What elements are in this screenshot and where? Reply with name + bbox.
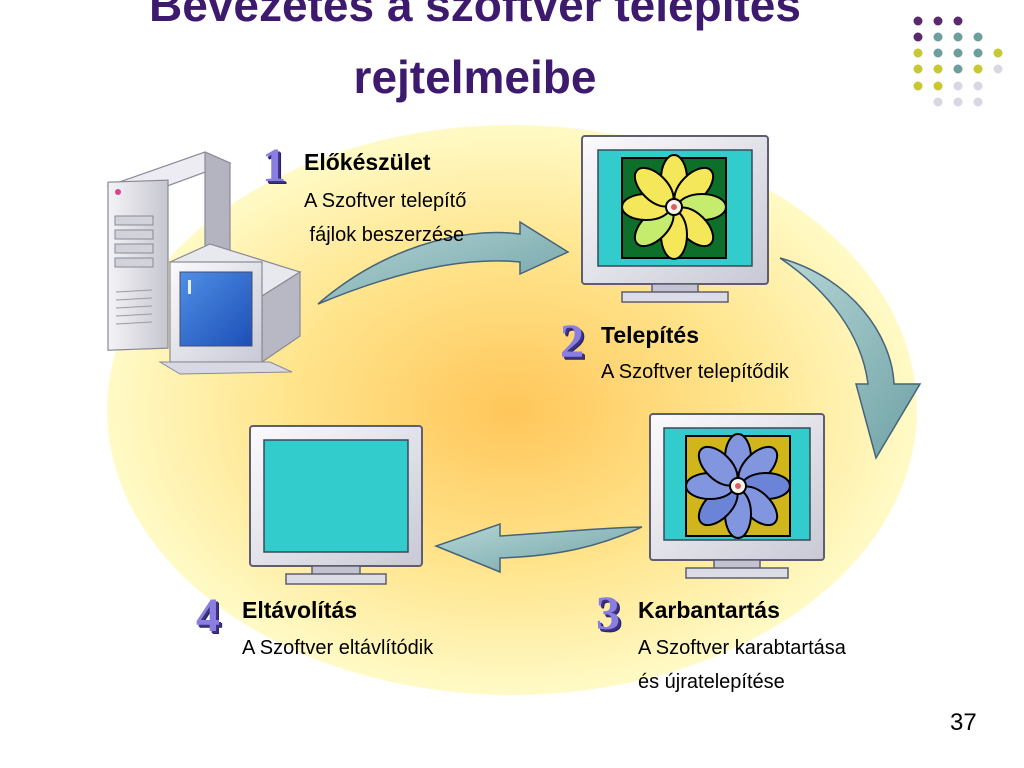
blank-monitor-icon	[249, 425, 423, 585]
arrow-step2-to-step3	[779, 257, 922, 460]
step-1-number: 1	[262, 139, 286, 192]
arrow-step3-to-step4	[433, 522, 643, 574]
step-3-number: 3	[596, 587, 620, 640]
server-computer-icon	[106, 151, 302, 375]
step-1-desc-line-2: fájlok beszerzése	[304, 224, 465, 246]
step-4-desc-line-1: A Szoftver eltávlítódik	[242, 637, 434, 659]
slide-title-line-1: Bevezetés a szoftver telepítés	[149, 0, 801, 31]
step-2-number: 2	[560, 315, 584, 368]
monitor-blue-flower-icon	[649, 413, 825, 579]
dot-grid-decoration-icon	[913, 16, 1003, 107]
step-3-desc-line-1: A Szoftver karabtartása	[638, 637, 846, 659]
step-1-desc-line-1: A Szoftver telepítő	[304, 190, 467, 212]
step-1-title: Előkészület	[304, 149, 431, 175]
page-number: 37	[950, 709, 977, 736]
step-4-number: 4	[196, 589, 220, 642]
step-4-title: Eltávolítás	[242, 597, 358, 623]
step-2-title: Telepítés	[601, 322, 699, 348]
step-3-desc-line-2: és újratelepítése	[638, 671, 785, 693]
slide-title-line-2: rejtelmeibe	[353, 51, 597, 103]
step-3-title: Karbantartás	[638, 597, 780, 623]
arrow-step1-to-step2	[317, 220, 570, 305]
monitor-yellow-flower-icon	[581, 135, 769, 303]
step-2-desc-line-1: A Szoftver telepítődik	[601, 361, 789, 383]
